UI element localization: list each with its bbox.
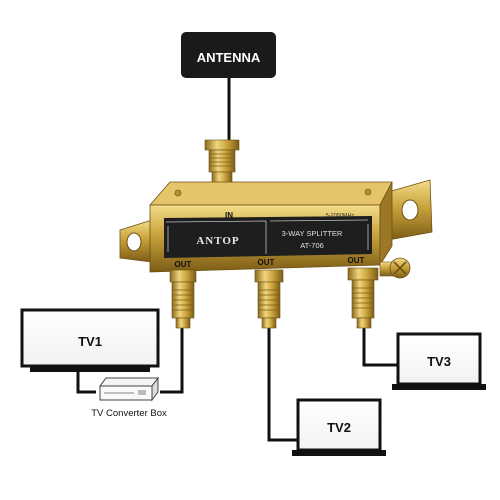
splitter-brand: ANTOP bbox=[196, 235, 239, 247]
output-connector-right bbox=[347, 267, 379, 329]
tv1: TV1 bbox=[20, 308, 160, 372]
input-connector bbox=[204, 139, 240, 185]
splitter-model-line2: AT-706 bbox=[300, 241, 324, 250]
splitter-in-label: IN bbox=[225, 211, 233, 220]
splitter-model-line1: 3-WAY SPLITTER bbox=[282, 229, 343, 238]
splitter-out-mid: OUT bbox=[258, 258, 275, 267]
antenna-box: ANTENNA bbox=[181, 32, 276, 78]
cable-tv2 bbox=[267, 328, 298, 442]
tv3: TV3 bbox=[392, 332, 486, 390]
converter-box: TV Converter Box bbox=[91, 376, 167, 419]
splitter-freq: 5-2050MHz bbox=[326, 213, 355, 219]
mounting-ear-right bbox=[387, 179, 433, 241]
tv1-label: TV1 bbox=[78, 334, 102, 349]
tv3-label: TV3 bbox=[427, 354, 451, 369]
mounting-ear-left bbox=[119, 219, 153, 263]
ground-screw bbox=[379, 257, 411, 279]
splitter-label-panel bbox=[164, 216, 372, 258]
tv2-label: TV2 bbox=[327, 420, 351, 435]
splitter-out-left: OUT bbox=[175, 260, 192, 269]
cable-tv1 bbox=[160, 328, 184, 394]
splitter-top-face bbox=[149, 181, 393, 206]
output-connector-middle bbox=[254, 269, 284, 329]
antenna-label: ANTENNA bbox=[197, 50, 261, 65]
converter-label: TV Converter Box bbox=[91, 408, 167, 419]
cables bbox=[76, 78, 398, 442]
splitter-out-right: OUT bbox=[348, 256, 365, 265]
cable-tv3 bbox=[362, 328, 398, 367]
output-connector-left bbox=[169, 269, 197, 329]
tv2: TV2 bbox=[292, 398, 386, 456]
cable-tv1-converter bbox=[76, 372, 96, 394]
splitter: IN 5-2050MHz ANTOP 3-WAY SPLITTER AT-706… bbox=[119, 139, 433, 329]
